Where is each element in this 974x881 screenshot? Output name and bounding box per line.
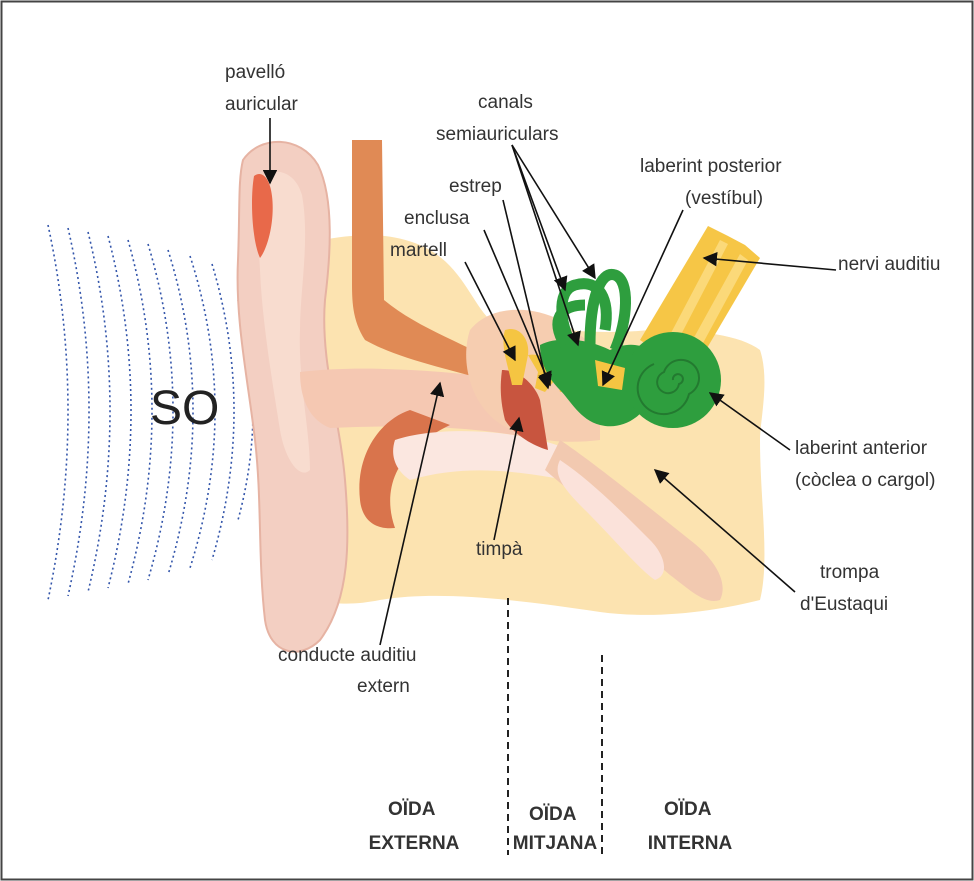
malleus-label: martell [390,240,447,261]
stapes-label: estrep [449,176,502,197]
sound-label: SO [150,382,219,435]
auditory-nerve-label: nervi auditiu [838,254,940,275]
incus-label: enclusa [404,208,470,229]
eardrum-label: timpà [476,539,523,560]
